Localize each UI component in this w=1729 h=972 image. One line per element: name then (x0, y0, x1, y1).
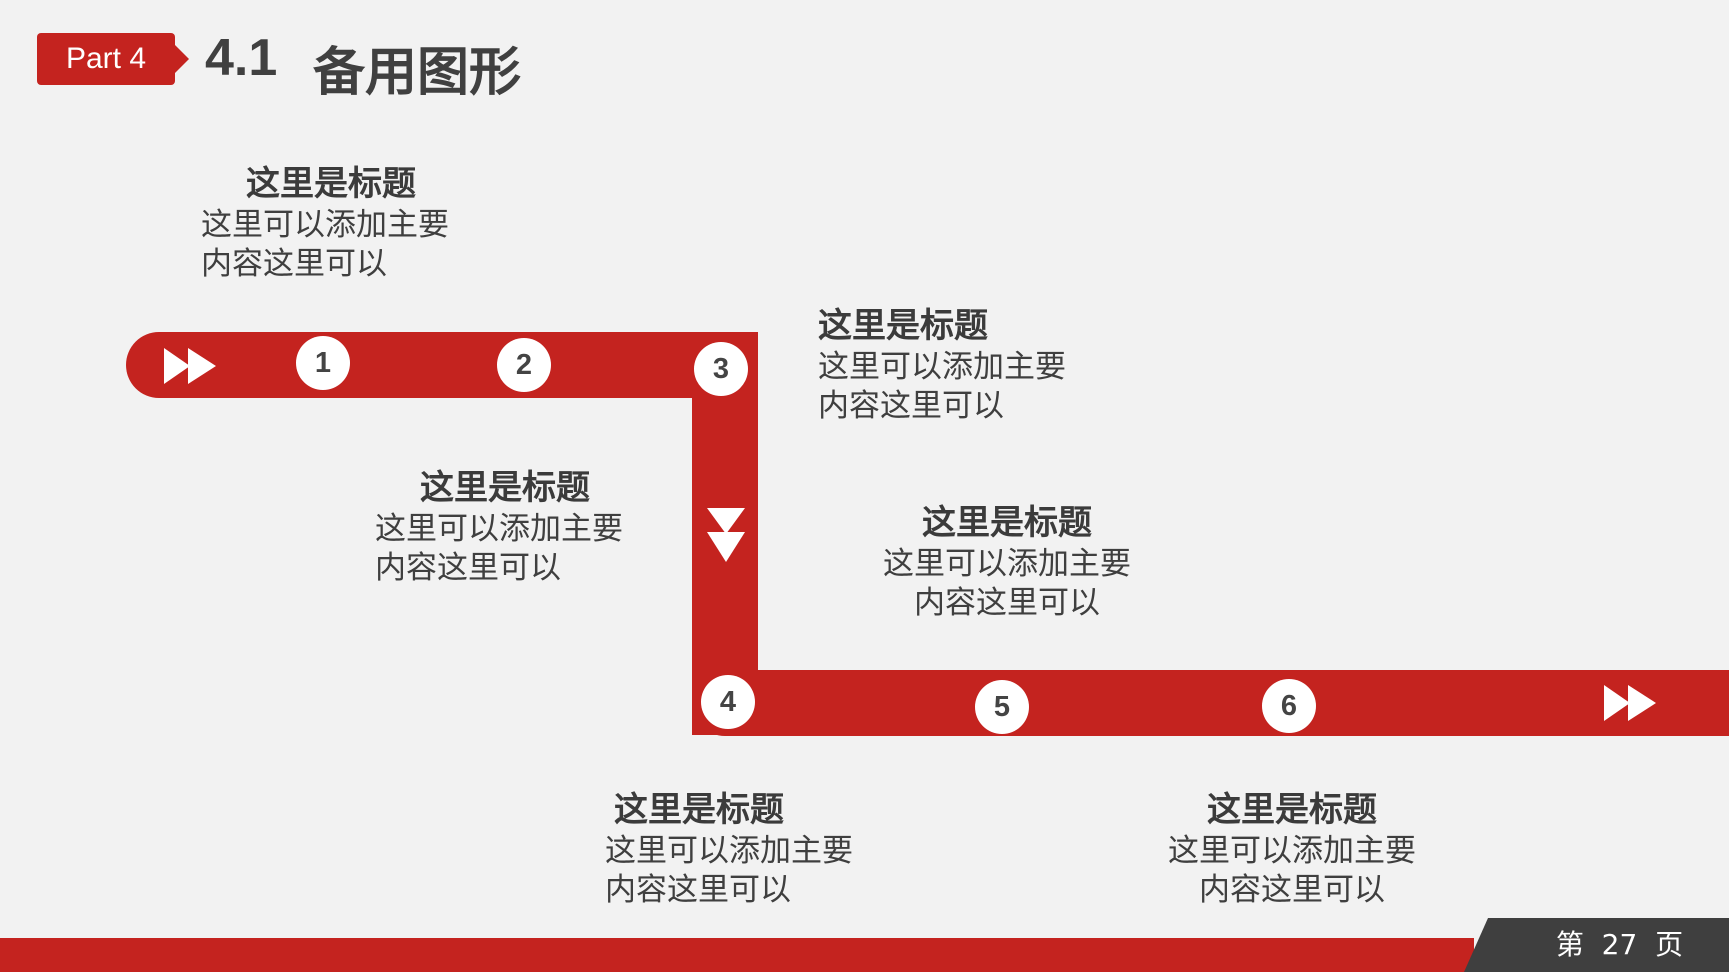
block-body-line: 这里可以添加主要 (375, 511, 623, 547)
part-badge-arrow (175, 45, 189, 73)
block-body-line: 内容这里可以 (605, 872, 791, 908)
block-body-line: 这里可以添加主要 (883, 546, 1131, 582)
part-badge: Part 4 (37, 33, 175, 85)
double-down-arrow-icon (707, 508, 745, 562)
block-title: 这里是标题 (922, 503, 1092, 543)
block-body-line: 内容这里可以 (375, 550, 561, 586)
text-block-1: 这里是标题 这里可以添加主要 内容这里可以 (201, 162, 461, 284)
step-circle-3: 3 (694, 342, 748, 396)
step-circle-1: 1 (296, 336, 350, 390)
text-block-3: 这里是标题 这里可以添加主要 内容这里可以 (375, 466, 635, 588)
block-body-line: 这里可以添加主要 (201, 207, 449, 243)
block-body-line: 这里可以添加主要 (605, 833, 853, 869)
path-bottom-segment (725, 670, 1729, 736)
fast-forward-icon (1604, 685, 1656, 721)
section-number: 4.1 (205, 29, 278, 87)
block-title: 这里是标题 (1207, 790, 1377, 830)
fast-forward-icon (164, 348, 216, 384)
block-title: 这里是标题 (818, 306, 988, 346)
page-number-box (1464, 918, 1729, 972)
page-number: 第 27 页 (1555, 928, 1684, 961)
path-top-segment (126, 332, 758, 398)
step-circle-5: 5 (975, 680, 1029, 734)
footer-bar (0, 938, 1474, 972)
step-circle-6: 6 (1262, 679, 1316, 733)
page-title: 备用图形 (313, 43, 522, 103)
block-body-line: 内容这里可以 (201, 246, 387, 282)
block-body-line: 内容这里可以 (1199, 872, 1385, 908)
block-title: 这里是标题 (420, 468, 590, 508)
block-body-line: 这里可以添加主要 (818, 349, 1066, 385)
text-block-6: 这里是标题 这里可以添加主要 内容这里可以 (1161, 788, 1423, 910)
block-title: 这里是标题 (246, 164, 416, 204)
block-title: 这里是标题 (614, 790, 784, 830)
step-circle-2: 2 (497, 338, 551, 392)
text-block-4: 这里是标题 这里可以添加主要 内容这里可以 (876, 501, 1138, 623)
block-body-line: 内容这里可以 (818, 388, 1004, 424)
step-circle-4: 4 (701, 675, 755, 729)
block-body-line: 内容这里可以 (914, 585, 1100, 621)
text-block-5: 这里是标题 这里可以添加主要 内容这里可以 (605, 788, 853, 910)
block-body-line: 这里可以添加主要 (1168, 833, 1416, 869)
text-block-2: 这里是标题 这里可以添加主要 内容这里可以 (818, 304, 1066, 426)
